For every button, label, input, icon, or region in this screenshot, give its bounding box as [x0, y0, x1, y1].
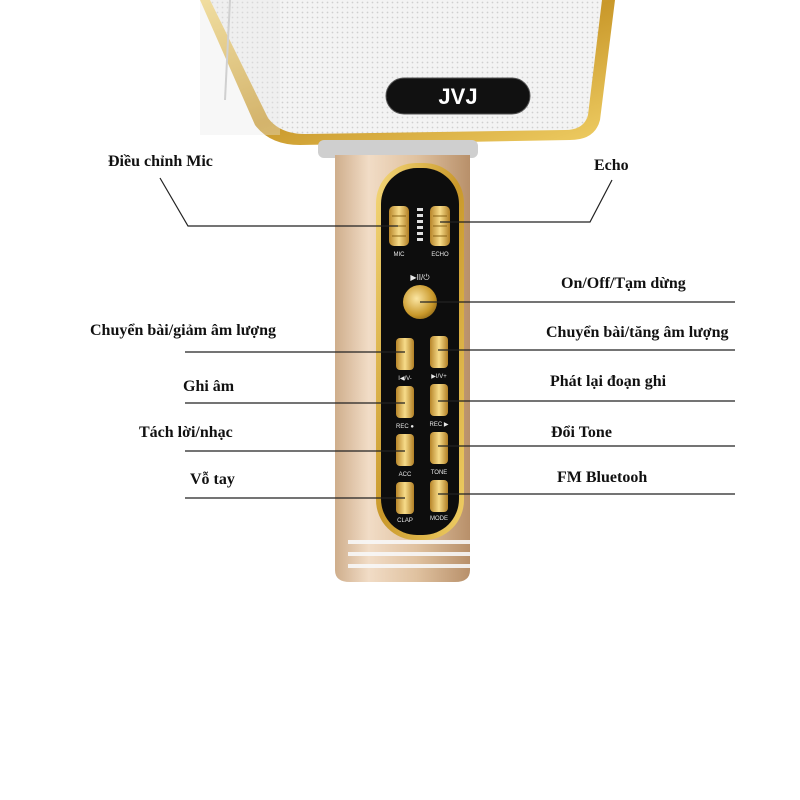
svg-text:▶I/V+: ▶I/V+	[431, 374, 447, 380]
play-rec-button[interactable]: REC ▶	[430, 384, 449, 428]
label-mode: FM Bluetooh	[557, 469, 648, 486]
leader-lines	[159, 177, 735, 499]
svg-text:REC ●: REC ●	[396, 424, 414, 430]
label-acc: Tách lời/nhạc	[139, 424, 233, 441]
svg-text:CLAP: CLAP	[397, 518, 413, 524]
mode-button[interactable]: MODE	[430, 480, 448, 522]
svg-text:TONE: TONE	[431, 470, 448, 476]
label-play: Phát lại đoạn ghi	[550, 373, 667, 390]
brand-logo: JVJ	[438, 84, 477, 109]
label-tone: Đổi Tone	[551, 424, 612, 441]
neck-ring	[318, 140, 478, 158]
svg-text:I◀/V-: I◀/V-	[398, 376, 412, 382]
volume-meter-icon	[417, 208, 423, 241]
tone-button[interactable]: TONE	[430, 432, 448, 476]
label-next: Chuyển bài/tăng âm lượng	[546, 324, 729, 341]
speaker-head	[200, 0, 615, 145]
leader-echo	[440, 179, 613, 223]
svg-text:▶II/⏻: ▶II/⏻	[410, 273, 430, 282]
label-clap: Vỗ tay	[190, 471, 235, 488]
prev-button[interactable]: I◀/V-	[396, 338, 414, 382]
label-prev: Chuyển bài/giảm âm lượng	[90, 322, 277, 339]
svg-text:MIC: MIC	[394, 252, 406, 258]
brand-plate: JVJ	[385, 77, 531, 115]
echo-knob[interactable]: ECHO	[430, 206, 450, 258]
label-mic: Điều chỉnh Mic	[108, 153, 213, 170]
next-button[interactable]: ▶I/V+	[430, 336, 448, 380]
label-echo: Echo	[594, 157, 629, 174]
svg-text:ECHO: ECHO	[431, 252, 449, 258]
acc-button[interactable]: ACC	[396, 434, 414, 478]
label-rec: Ghi âm	[183, 378, 235, 395]
rec-button[interactable]: REC ●	[396, 386, 414, 430]
svg-text:ACC: ACC	[399, 472, 412, 478]
label-power: On/Off/Tạm dừng	[561, 275, 686, 292]
bottom-rings	[348, 540, 470, 568]
svg-text:MODE: MODE	[430, 516, 448, 522]
svg-text:REC ▶: REC ▶	[430, 422, 449, 428]
clap-button[interactable]: CLAP	[396, 482, 414, 524]
leader-mic	[159, 177, 398, 227]
